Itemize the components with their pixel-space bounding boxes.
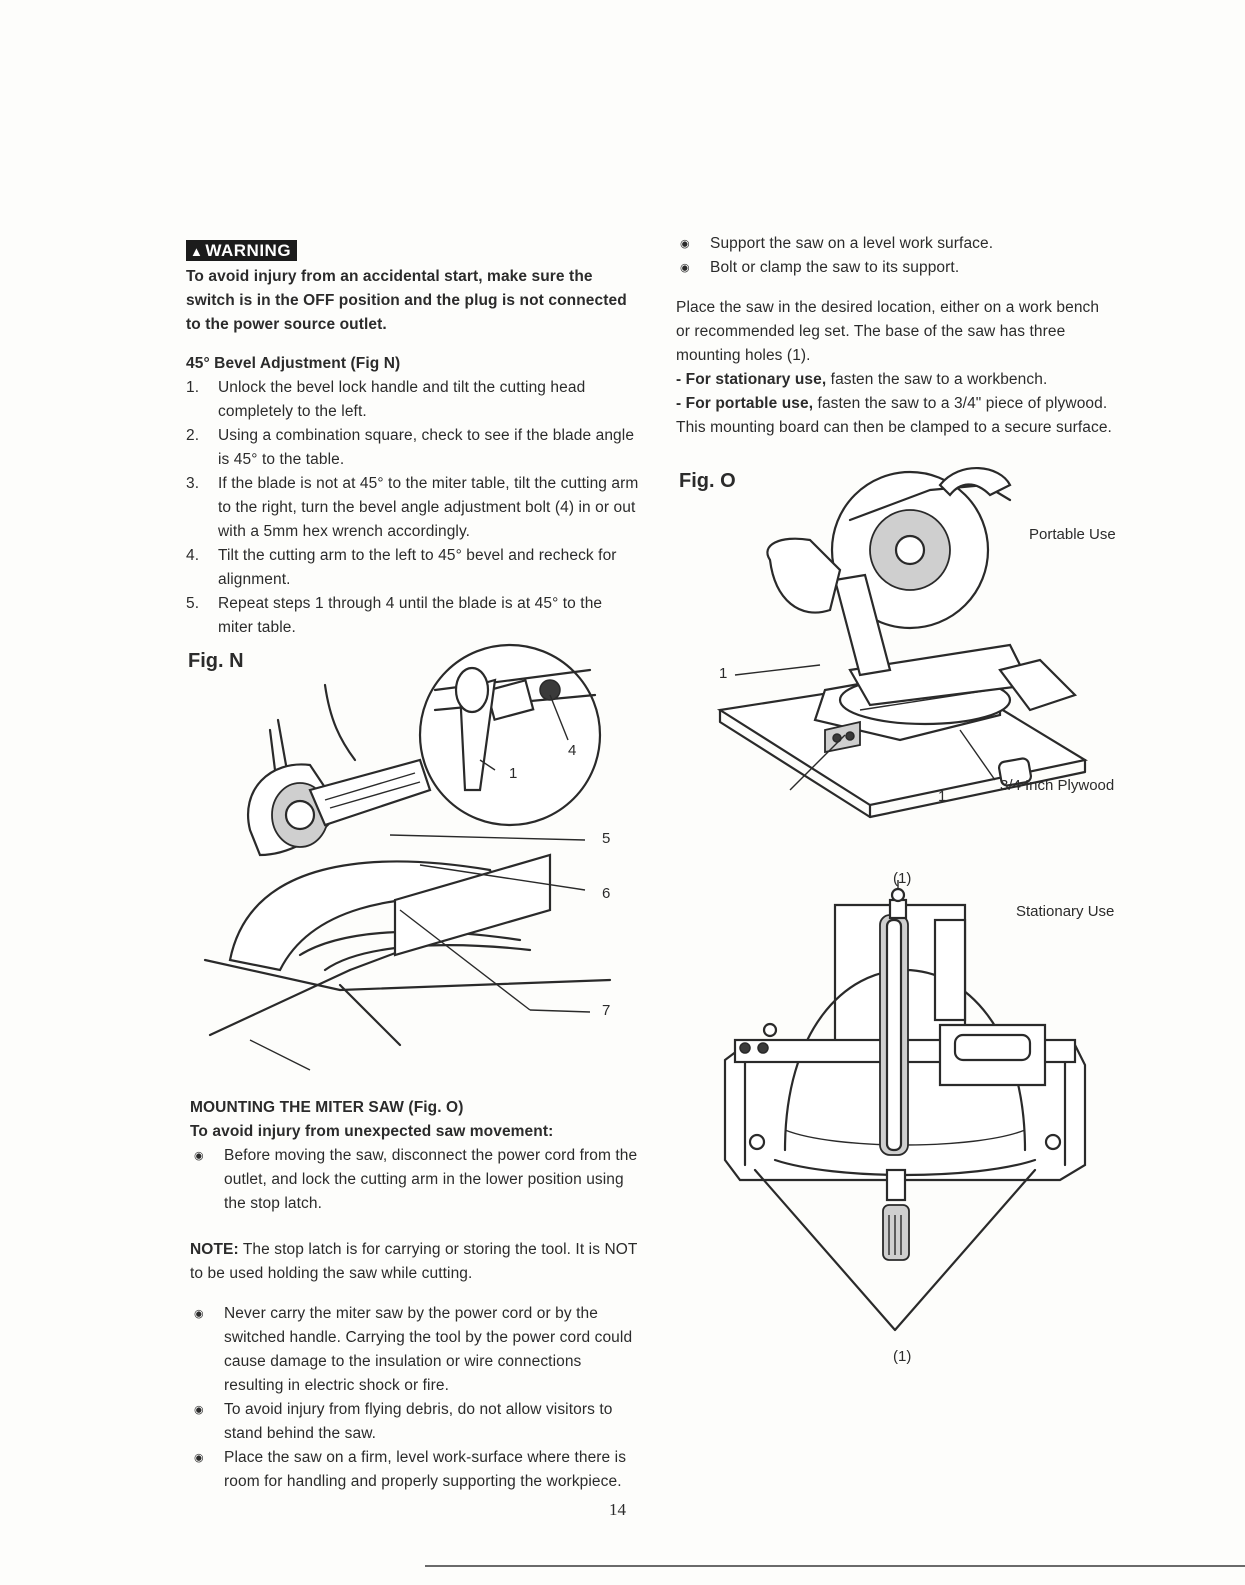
bullet-text: Support the saw on a level work surface.	[710, 235, 994, 252]
bullet-item: ◉ Before moving the saw, disconnect the p…	[190, 1144, 645, 1216]
fig-n-illustration	[203, 643, 612, 1071]
bullet-icon: ◉	[194, 1452, 204, 1464]
portable-label: - For portable use,	[676, 395, 814, 412]
fig-n-label: Fig. N	[188, 650, 244, 672]
step-number: 1.	[186, 379, 200, 396]
bullet-text: To avoid injury from flying debris, do n…	[224, 1401, 613, 1442]
note-text: The stop latch is for carrying or storin…	[190, 1241, 638, 1282]
bevel-heading: 45° Bevel Adjustment (Fig N)	[186, 355, 401, 372]
bevel-steps: 1. Unlock the bevel lock handle and tilt …	[186, 376, 641, 640]
portable-use-label: Portable Use	[1029, 526, 1116, 543]
bullet-text: Before moving the saw, disconnect the po…	[224, 1147, 638, 1212]
stationary-line: - For stationary use, fasten the saw to …	[676, 368, 1116, 392]
placement-paragraph: Place the saw in the desired location, e…	[676, 299, 1100, 364]
mounting-section: MOUNTING THE MITER SAW (Fig. O) To avoid…	[190, 1096, 645, 1494]
warning-text: To avoid injury from an accidental start…	[186, 268, 627, 333]
fig-n-callout-5: 5	[602, 830, 611, 847]
mounting-subheading: To avoid injury from unexpected saw move…	[190, 1123, 554, 1140]
hole-label-top: (1)	[893, 870, 912, 887]
step-number: 5.	[186, 595, 200, 612]
note: NOTE: The stop latch is for carrying or …	[190, 1238, 645, 1286]
stationary-use-label: Stationary Use	[1016, 903, 1115, 920]
mounting-bullets-1: ◉ Before moving the saw, disconnect the p…	[190, 1144, 645, 1216]
bullet-icon: ◉	[194, 1150, 204, 1162]
bevel-step: 3. If the blade is not at 45° to the mite…	[186, 472, 641, 544]
fig-o-callout-1b: 1	[938, 788, 947, 805]
warning-block: ▲WARNING To avoid injury from an acciden…	[186, 240, 646, 337]
mounting-heading: MOUNTING THE MITER SAW (Fig. O)	[190, 1099, 464, 1116]
bullet-item: ◉ Never carry the miter saw by the power …	[190, 1302, 645, 1398]
portable-text: fasten the saw to a 3/4" piece of plywoo…	[676, 395, 1112, 436]
bullet-item: ◉ Place the saw on a firm, level work-sur…	[190, 1446, 645, 1494]
fig-o-label: Fig. O	[679, 470, 736, 492]
bevel-step: 4. Tilt the cutting arm to the left to 45…	[186, 544, 641, 592]
bevel-step: 2. Using a combination square, check to s…	[186, 424, 641, 472]
bullet-text: Bolt or clamp the saw to its support.	[710, 259, 960, 276]
bullet-item: ◉ Support the saw on a level work surface…	[676, 232, 1116, 256]
fig-n-callout-4: 4	[568, 742, 577, 759]
fig-n-callout-7: 7	[602, 1002, 611, 1019]
bullet-text: Never carry the miter saw by the power c…	[224, 1305, 633, 1394]
mounting-bullets-2: ◉ Never carry the miter saw by the power …	[190, 1302, 645, 1494]
plywood-label: 3/4 Inch Plywood	[1000, 777, 1115, 794]
step-text: Repeat steps 1 through 4 until the blade…	[218, 595, 603, 636]
bullet-text: Place the saw on a firm, level work-surf…	[224, 1449, 627, 1490]
bullet-item: ◉ Bolt or clamp the saw to its support.	[676, 256, 1116, 280]
step-text: Using a combination square, check to see…	[218, 427, 635, 468]
hole-label-bottom: (1)	[893, 1348, 912, 1365]
fig-n-callout-1: 1	[509, 765, 518, 782]
step-text: Unlock the bevel lock handle and tilt th…	[218, 379, 586, 420]
support-bullets: ◉ Support the saw on a level work surface…	[676, 232, 1116, 280]
bevel-section: 45° Bevel Adjustment (Fig N) 1. Unlock th…	[186, 352, 641, 640]
fig-n-callout-6: 6	[602, 885, 611, 902]
page-number: 14	[609, 1500, 626, 1519]
fig-o-stationary-illustration	[723, 880, 1087, 1332]
bevel-step: 5. Repeat steps 1 through 4 until the bla…	[186, 592, 641, 640]
bevel-step: 1. Unlock the bevel lock handle and tilt …	[186, 376, 641, 424]
stationary-text: fasten the saw to a workbench.	[830, 371, 1048, 388]
warning-badge-label: WARNING	[205, 241, 292, 260]
bullet-icon: ◉	[680, 262, 690, 274]
right-support-section: ◉ Support the saw on a level work surface…	[676, 232, 1116, 440]
warning-badge: ▲WARNING	[186, 240, 298, 261]
bullet-icon: ◉	[194, 1404, 204, 1416]
warning-triangle-icon: ▲	[190, 244, 204, 259]
portable-line: - For portable use, fasten the saw to a …	[676, 392, 1116, 440]
bullet-icon: ◉	[680, 238, 690, 250]
step-number: 3.	[186, 475, 200, 492]
step-number: 4.	[186, 547, 200, 564]
step-text: If the blade is not at 45° to the miter …	[218, 475, 639, 540]
step-text: Tilt the cutting arm to the left to 45° …	[218, 547, 617, 588]
stationary-label: - For stationary use,	[676, 371, 827, 388]
bullet-icon: ◉	[194, 1308, 204, 1320]
note-label: NOTE:	[190, 1241, 239, 1258]
step-number: 2.	[186, 427, 200, 444]
fig-o-callout-1a: 1	[719, 665, 728, 682]
bullet-item: ◉ To avoid injury from flying debris, do …	[190, 1398, 645, 1446]
scan-edge-line	[425, 1565, 1245, 1567]
fig-o-portable-illustration	[716, 467, 1088, 819]
